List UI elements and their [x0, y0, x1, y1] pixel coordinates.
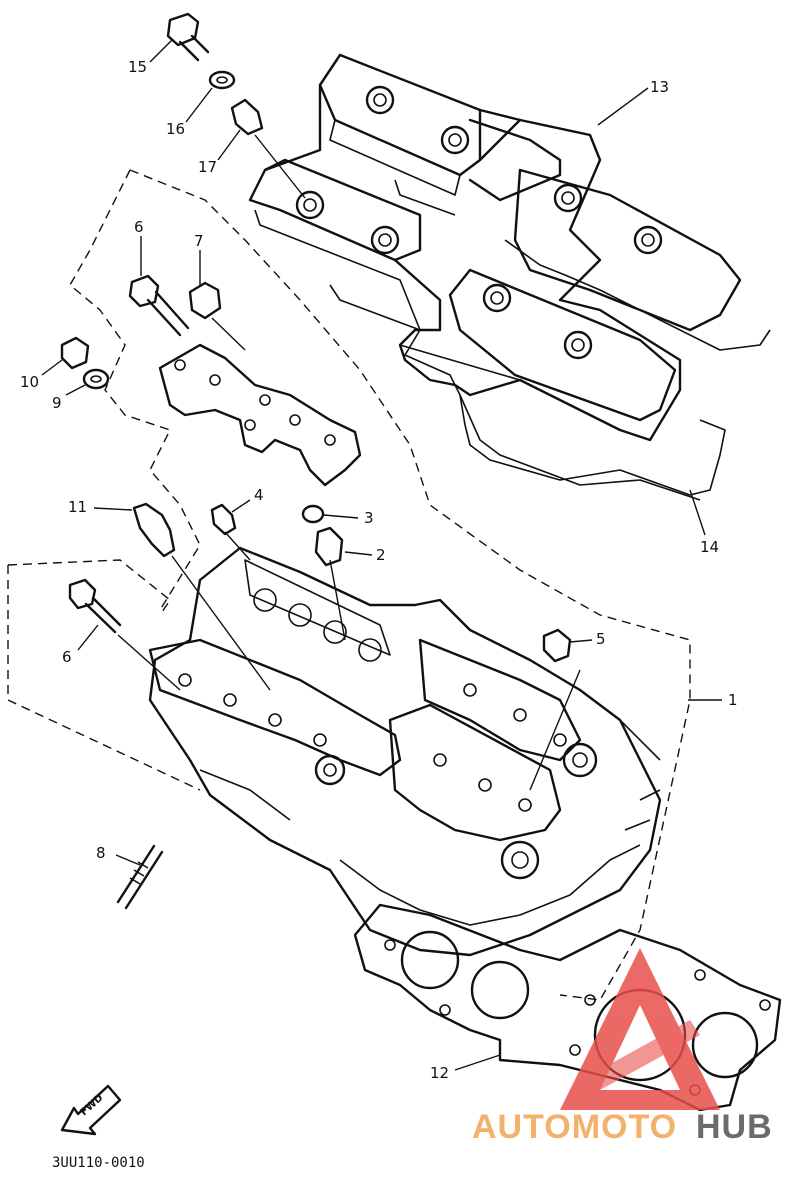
plug-5	[542, 628, 572, 663]
dowel-4	[210, 503, 237, 536]
group-boundary-upper	[129, 169, 691, 1001]
camshaft-cap-bracket	[158, 343, 362, 487]
leader-13	[597, 87, 649, 126]
callout-2: 2	[376, 546, 386, 564]
cylinder-head	[148, 546, 662, 957]
watermark-logo	[560, 948, 720, 1110]
callout-1: 1	[728, 691, 738, 709]
stud-bolt-8	[116, 844, 164, 910]
leader-11	[93, 507, 133, 511]
group-boundary-upper-left	[69, 169, 201, 611]
spark-plug-11	[132, 502, 176, 558]
leader-2-long	[329, 559, 346, 641]
leader-16	[185, 87, 213, 123]
callout-10: 10	[20, 373, 39, 391]
leader-15	[149, 39, 173, 63]
callout-15: 15	[128, 58, 147, 76]
leader-5	[569, 639, 593, 643]
leader-10	[41, 359, 63, 376]
cap-10	[60, 336, 90, 370]
callout-5: 5	[596, 630, 606, 648]
callout-6-upper: 6	[134, 218, 144, 236]
head-cover-gasket	[254, 179, 771, 501]
bolt-15	[166, 12, 210, 62]
washer-9	[82, 368, 110, 390]
stud-2	[314, 526, 344, 567]
leader-11-long	[171, 555, 271, 691]
leader-4	[231, 499, 251, 513]
washer-16	[208, 70, 236, 90]
group-boundary-lower	[7, 559, 201, 791]
callout-7: 7	[194, 232, 204, 250]
callout-8: 8	[96, 844, 106, 862]
cylinder-head-gasket	[353, 903, 782, 1112]
callout-17: 17	[198, 158, 217, 176]
callout-12: 12	[430, 1064, 449, 1082]
bolt-6-upper	[128, 274, 190, 337]
callout-4: 4	[254, 486, 264, 504]
watermark-text-hub: HUB	[696, 1108, 773, 1146]
callout-9: 9	[52, 394, 62, 412]
leader-5-long	[529, 669, 581, 791]
leader-4-long	[224, 531, 251, 561]
leader-2	[344, 551, 373, 556]
o-ring-3	[301, 504, 325, 524]
callout-3: 3	[364, 509, 374, 527]
leader-17	[217, 129, 241, 161]
callout-6-lower: 6	[62, 648, 72, 666]
cylinder-head-cover	[248, 53, 742, 442]
leader-14	[689, 489, 706, 536]
cap-7	[188, 281, 222, 320]
bolt-6-lower	[68, 578, 122, 634]
watermark-text-automoto: AUTOMOTO	[472, 1108, 677, 1146]
leader-6b-long	[117, 634, 181, 691]
callout-11: 11	[68, 498, 87, 516]
leader-9	[65, 384, 86, 396]
leader-12	[454, 1054, 501, 1071]
callout-14: 14	[700, 538, 719, 556]
callout-16: 16	[166, 120, 185, 138]
part-code: 3UU110-0010	[52, 1155, 145, 1171]
leader-7-long	[211, 317, 246, 351]
forward-arrow-icon: FWD	[60, 1084, 122, 1136]
leader-3	[323, 514, 359, 519]
grommet-17	[230, 98, 264, 136]
leader-17-long	[254, 134, 306, 199]
callout-13: 13	[650, 78, 669, 96]
leader-6b	[77, 624, 99, 651]
leader-8	[115, 854, 141, 866]
